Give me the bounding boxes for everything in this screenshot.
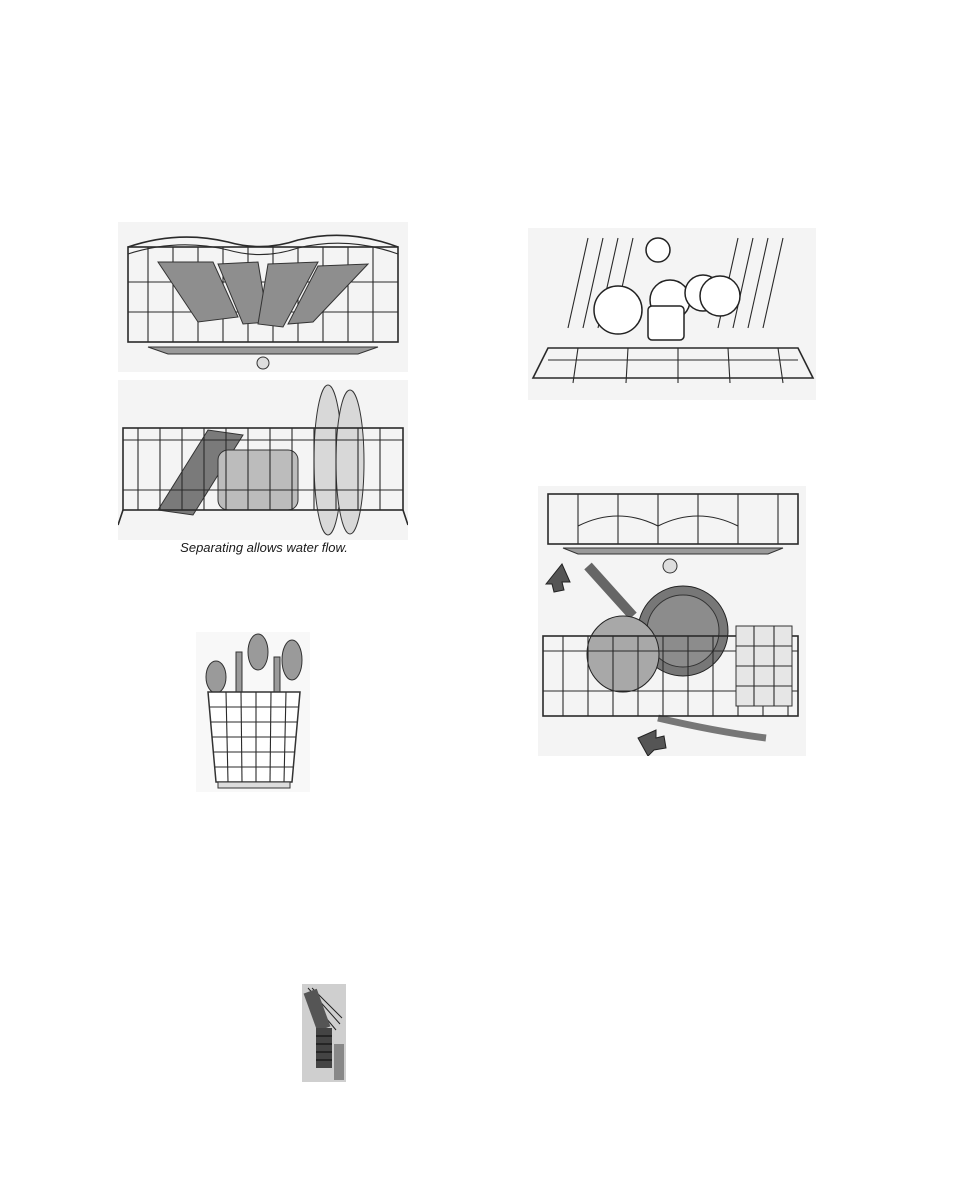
- upper-rack-cups-figure: [528, 228, 816, 400]
- upper-rack-with-cups-illustration: [528, 228, 816, 400]
- utensil-detail-illustration: [302, 984, 346, 1082]
- upper-rack-with-plates-illustration: [118, 222, 408, 372]
- lower-rack-plates-figure: [118, 380, 408, 540]
- lower-rack-with-plates-illustration: [118, 380, 408, 540]
- silverware-basket-illustration: [196, 632, 310, 792]
- racks-with-pots-and-arrows-illustration: [538, 486, 806, 756]
- upper-rack-plates-figure: [118, 222, 408, 372]
- utensil-detail-figure: [302, 984, 346, 1082]
- figure-caption: Separating allows water flow.: [118, 538, 410, 558]
- silverware-basket-figure: [196, 632, 310, 792]
- racks-with-pots-figure: [538, 486, 806, 756]
